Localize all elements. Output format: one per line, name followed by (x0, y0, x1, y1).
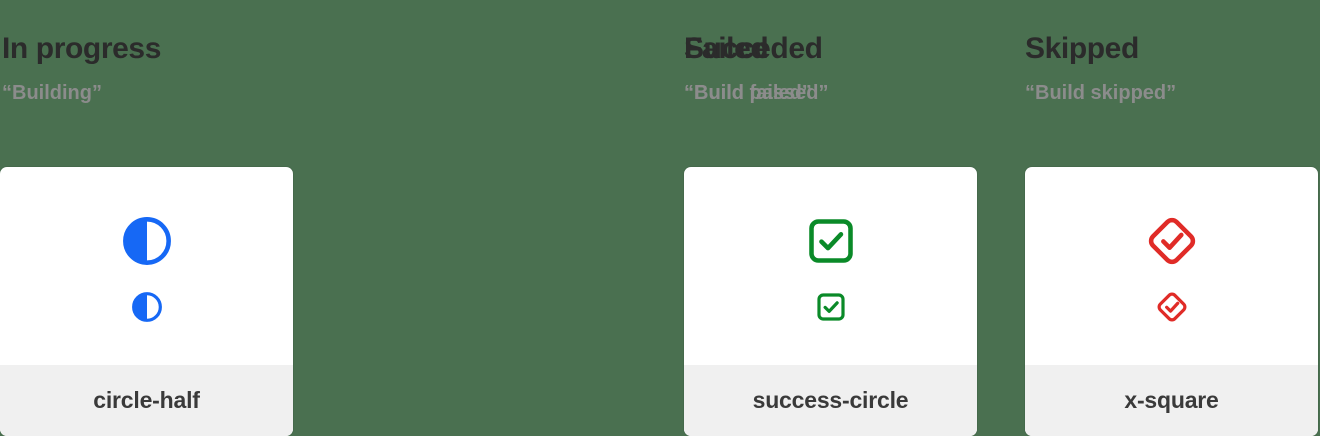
icon-preview-area (684, 167, 977, 365)
success-circle-icon-small (815, 291, 847, 323)
status-column-succeded: Succeded “Build passed” (341, 0, 977, 436)
column-subtitle: “Building” (2, 82, 102, 104)
circle-half-icon (121, 215, 173, 267)
circle-half-icon-small (131, 291, 163, 323)
column-header: Failed “Build failed” (682, 0, 1023, 104)
x-square-icon-small (1156, 291, 1188, 323)
column-title: Skipped (1025, 32, 1139, 65)
column-header: Skipped “Build skipped” (1023, 0, 1320, 104)
column-title: In progress (2, 32, 161, 65)
success-circle-icon (805, 215, 857, 267)
column-title: Failed (684, 32, 769, 65)
column-header: In progress “Building” (0, 0, 341, 104)
icon-preview-area (0, 167, 293, 365)
column-header: Succeded “Build passed” (684, 32, 829, 104)
column-subtitle: “Build skipped” (1025, 82, 1177, 104)
icon-name-label: x-square (1124, 387, 1219, 413)
icon-name-label: success-circle (752, 387, 909, 413)
status-column-skipped: Skipped “Build skipped” (1023, 0, 1320, 436)
icon-card[interactable]: x-square (1025, 167, 1318, 436)
icon-preview-area (1025, 167, 1318, 365)
icon-card[interactable]: success-circle (684, 167, 977, 436)
icon-card[interactable]: circle-half (0, 167, 293, 436)
status-column-failed: Failed “Build failed” (682, 0, 1318, 436)
status-column-in-progress: In progress “Building” (0, 0, 341, 436)
x-square-icon (1146, 215, 1198, 267)
icon-name-footer: success-circle (684, 365, 977, 436)
column-subtitle: “Build failed” (684, 82, 812, 104)
icon-name-label: circle-half (93, 387, 200, 413)
icon-name-footer: circle-half (0, 365, 293, 436)
icon-name-footer: x-square (1025, 365, 1318, 436)
